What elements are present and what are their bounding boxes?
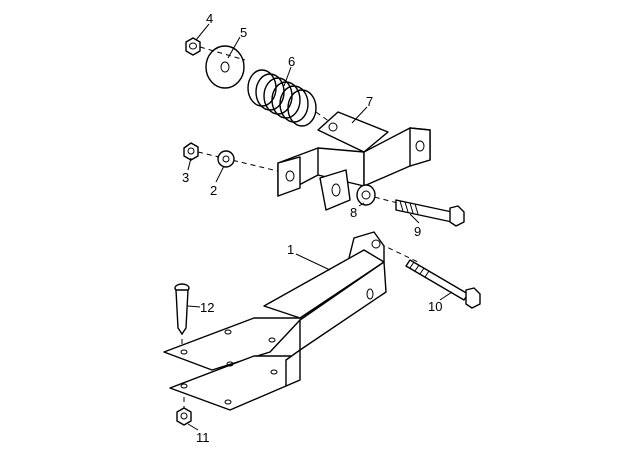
leader-10 bbox=[439, 291, 453, 301]
leader-6 bbox=[283, 66, 292, 87]
callout-4: 4 bbox=[206, 11, 213, 26]
part-12-pin bbox=[174, 283, 190, 335]
callout-9: 9 bbox=[414, 224, 421, 239]
leader-3 bbox=[187, 157, 192, 171]
part-10-bolt bbox=[405, 259, 481, 309]
callout-6: 6 bbox=[288, 54, 295, 69]
part-1-frame bbox=[163, 231, 387, 411]
leader-4 bbox=[195, 23, 210, 41]
part-3-nut bbox=[183, 142, 199, 161]
callout-3: 3 bbox=[182, 170, 189, 185]
leader-2 bbox=[215, 165, 225, 183]
leader-8 bbox=[358, 202, 365, 207]
assembly-line-bolt9 bbox=[365, 194, 399, 204]
part-11-nut bbox=[176, 407, 192, 426]
callout-8: 8 bbox=[350, 205, 357, 220]
callout-7: 7 bbox=[366, 94, 373, 109]
part-9-bolt bbox=[395, 199, 465, 227]
leader-9 bbox=[409, 213, 420, 224]
leader-1 bbox=[295, 253, 331, 271]
leader-5 bbox=[227, 36, 241, 59]
part-7-bracket bbox=[277, 111, 431, 211]
callout-10: 10 bbox=[428, 299, 442, 314]
part-5-washer bbox=[205, 45, 245, 89]
assembly-line-top bbox=[199, 46, 246, 61]
assembly-line-left bbox=[197, 151, 283, 173]
callout-1: 1 bbox=[287, 242, 294, 257]
leader-11 bbox=[187, 423, 199, 431]
callout-11: 11 bbox=[196, 430, 210, 445]
part-6-spring bbox=[247, 69, 317, 127]
callout-12: 12 bbox=[200, 300, 214, 315]
part-4-nut bbox=[185, 37, 201, 56]
callout-2: 2 bbox=[210, 183, 217, 198]
leader-7 bbox=[351, 106, 368, 124]
leader-12 bbox=[187, 305, 201, 308]
part-8-bushing bbox=[356, 184, 376, 206]
part-2-spacer bbox=[217, 150, 235, 168]
callout-5: 5 bbox=[240, 25, 247, 40]
assembly-line-spring bbox=[315, 111, 331, 123]
